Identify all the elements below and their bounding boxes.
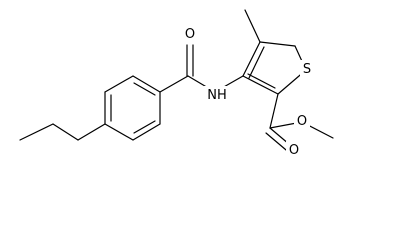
bond-benzene-5-inner <box>133 120 156 134</box>
bond-propyl-to-ring <box>77 123 106 141</box>
bonds <box>19 9 334 156</box>
bond-ring-to-carbonyl <box>159 75 189 93</box>
label-bg-oxygen-amide <box>182 25 198 43</box>
bond-methyl <box>244 9 261 43</box>
bond-thiophene-c4-c5 <box>259 41 296 47</box>
bond-benzene-3-inner <box>133 82 156 96</box>
oxygen-amide-label: O <box>185 27 195 42</box>
sulfur-label: S <box>303 62 311 77</box>
label-bg-nh <box>204 86 231 104</box>
molecule-structure-canvas: O NH S O O <box>19 9 334 159</box>
label-bg-oxygen-ester <box>294 112 310 130</box>
bond-propyl-terminal <box>19 123 54 141</box>
bond-benzene-3 <box>132 75 161 93</box>
nh-label: NH <box>207 88 227 103</box>
bond-thiophene-c3-c4-inner <box>248 46 265 79</box>
bond-thiophene-c2-c3 <box>242 75 279 95</box>
bond-propyl-middle <box>52 123 79 141</box>
bond-thiophene-c3-c4 <box>242 41 261 77</box>
label-bg-oxygen-carbonyl <box>286 141 302 159</box>
bond-benzene-5 <box>132 123 161 141</box>
bond-benzene-6 <box>104 123 134 141</box>
oxygen-ester-label: O <box>297 114 307 129</box>
label-bg-sulfur <box>300 60 313 78</box>
atom-labels: O NH S O O <box>182 25 313 159</box>
bond-thiophene-to-ester <box>269 93 279 129</box>
bond-benzene-2 <box>104 75 134 93</box>
bond-thiophene-c2-c3-inner <box>247 73 276 89</box>
oxygen-carbonyl-label: O <box>289 143 299 158</box>
